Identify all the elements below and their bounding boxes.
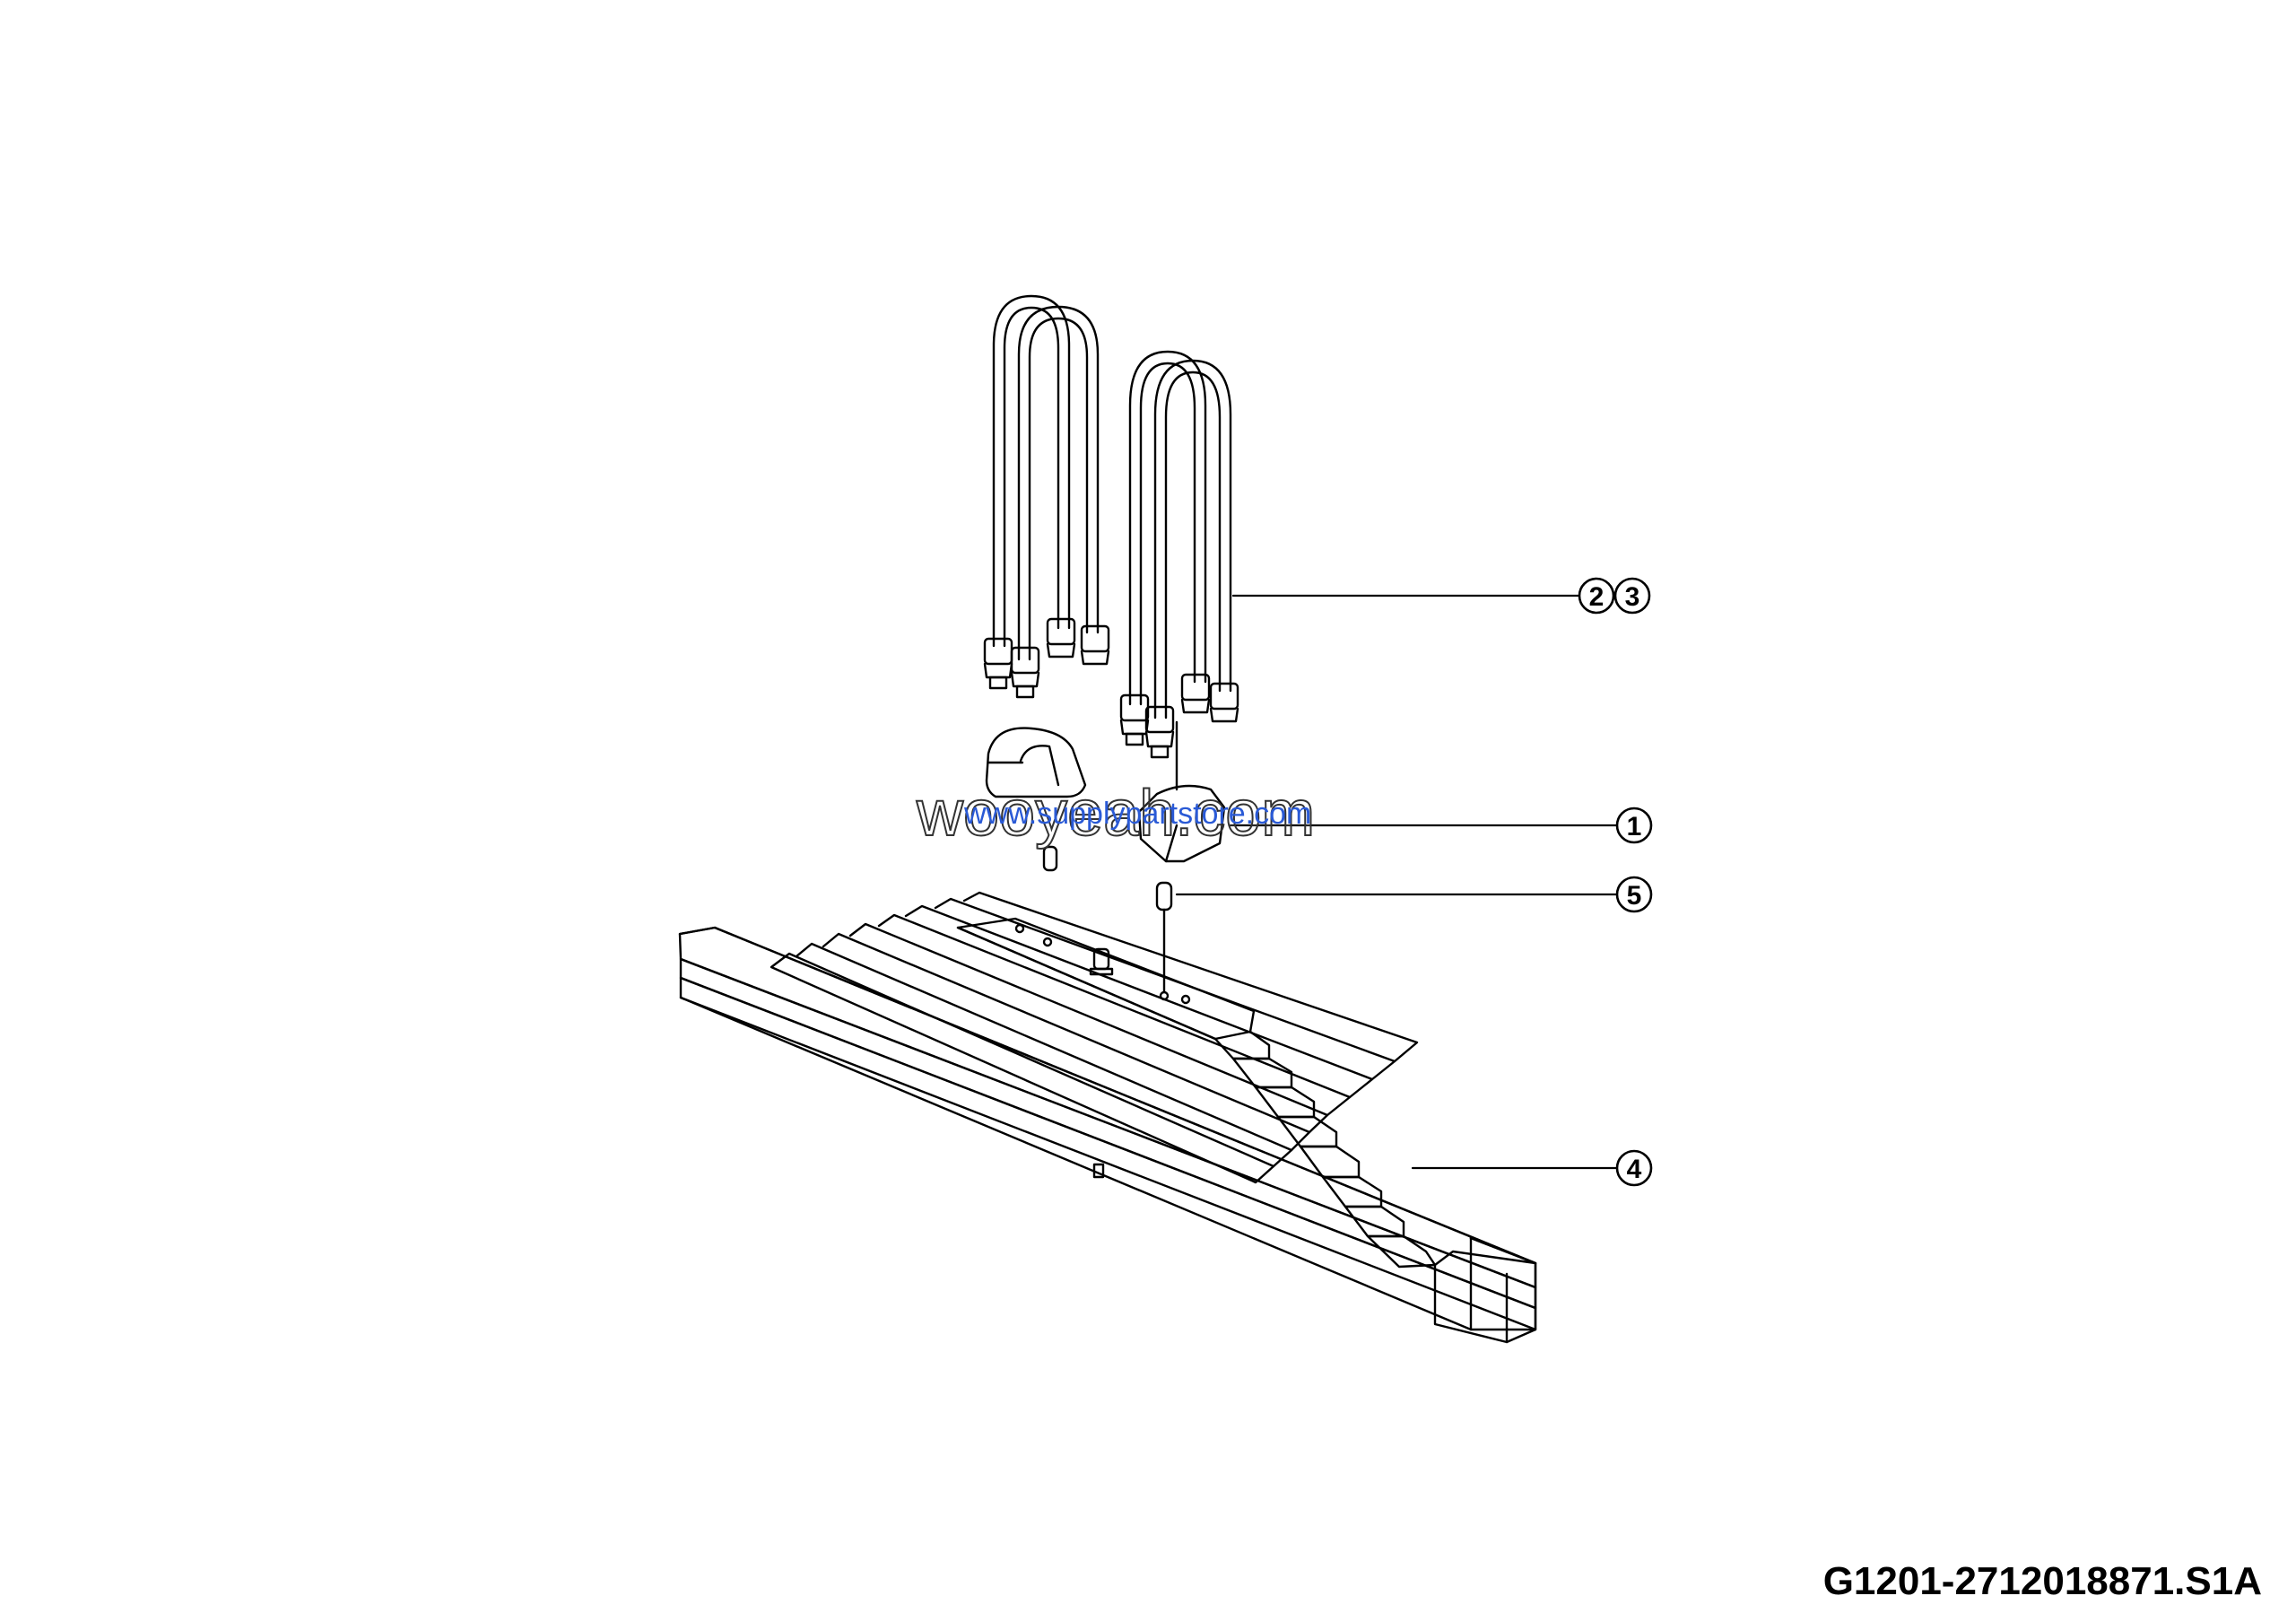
- leaf-spring: [678, 891, 1537, 1344]
- watermark-primary: wooyeah.com: [916, 777, 1316, 850]
- spring-seat-left: [985, 727, 1087, 798]
- callout-1-label: 1: [1627, 812, 1642, 842]
- callout-5[interactable]: 5: [1615, 876, 1653, 913]
- callout-3[interactable]: 3: [1613, 577, 1651, 615]
- callout-3-label: 3: [1625, 582, 1640, 612]
- callout-5-label: 5: [1627, 881, 1642, 911]
- drawing-code: G1201-2712018871.S1A: [1822, 1559, 2262, 1603]
- u-bolt-left: [983, 294, 1110, 699]
- nut-group-left: [983, 617, 1110, 699]
- watermark-secondary: www.supplypartstore.com: [964, 797, 1312, 831]
- leader-lines: [1175, 594, 1618, 1170]
- callout-2[interactable]: 2: [1578, 577, 1615, 615]
- callout-1[interactable]: 1: [1615, 807, 1653, 844]
- callout-2-label: 2: [1589, 582, 1605, 612]
- callout-4-label: 4: [1627, 1155, 1642, 1184]
- pin-left: [1042, 845, 1058, 872]
- nut-group-right: [1119, 673, 1239, 759]
- spring-seat-right: [1137, 784, 1226, 863]
- u-bolt-right: [1119, 350, 1239, 791]
- callout-4[interactable]: 4: [1615, 1149, 1653, 1187]
